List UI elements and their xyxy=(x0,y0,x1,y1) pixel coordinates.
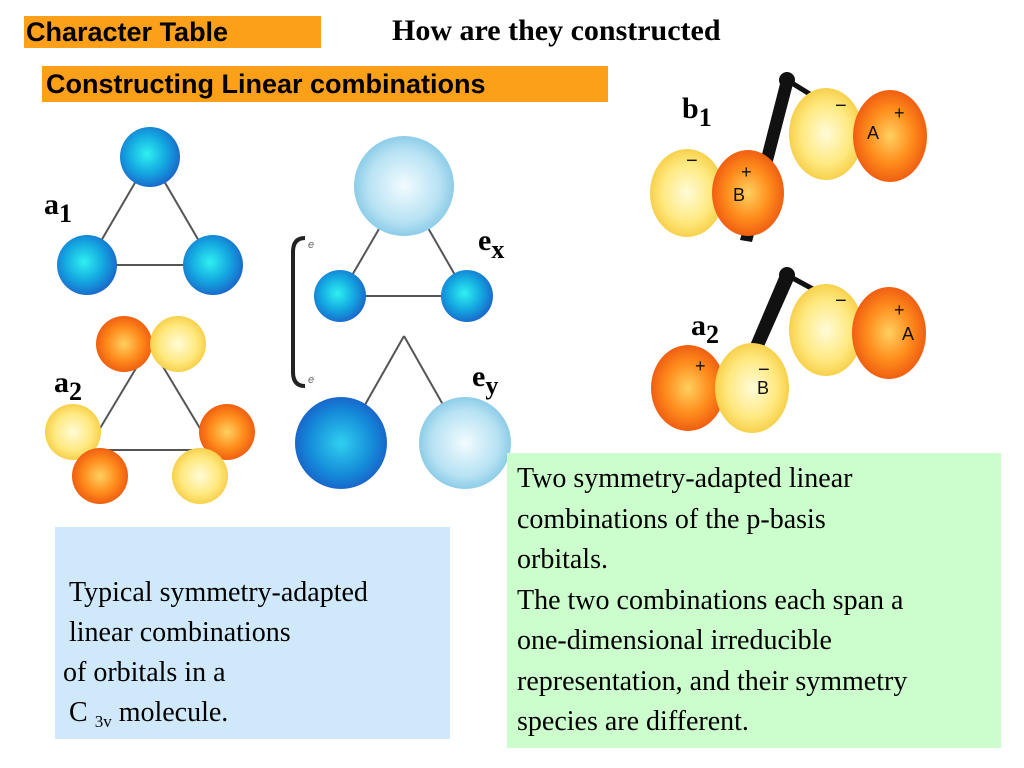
s-orbital-large-dark xyxy=(295,397,387,489)
a1-lcao-diagram xyxy=(57,127,243,295)
caption-typical-combinations: Typical symmetry-adapted linear combinat… xyxy=(55,527,450,739)
a1-label: a1 xyxy=(44,188,72,229)
central-atom xyxy=(779,267,795,283)
a2-p-orbital-pair xyxy=(651,267,926,433)
atom-label-B: B xyxy=(757,378,769,398)
s-orbital-top xyxy=(120,127,180,187)
p-lobe-positive-B xyxy=(651,345,725,431)
e-pair-bracket xyxy=(291,236,306,388)
caption-line: one-dimensional irreducible xyxy=(517,625,832,656)
ex-label: ex xyxy=(478,224,505,265)
sign-plus: + xyxy=(894,300,905,320)
constructing-linear-combinations-label: Constructing Linear combinations xyxy=(42,66,608,102)
sign-minus: − xyxy=(835,290,847,312)
caption-line: linear combinations xyxy=(69,617,291,648)
ex-lcao-diagram xyxy=(314,136,493,322)
atom-label-A: A xyxy=(902,324,914,344)
p-lobe-positive-B xyxy=(712,150,784,236)
s-orbital-right xyxy=(183,235,243,295)
s-orbital-left xyxy=(57,235,117,295)
s-orbital-large-light xyxy=(419,397,511,489)
s-orbital-small-right xyxy=(441,270,493,322)
p-lobe-negative-B xyxy=(715,343,789,433)
sign-plus: + xyxy=(741,162,752,182)
caption-line: of orbitals in a xyxy=(63,657,226,688)
p-lobe-negative xyxy=(150,316,206,372)
atom-label-A: A xyxy=(867,123,879,143)
sign-plus: + xyxy=(894,103,905,123)
caption-line: The two combinations each span a xyxy=(517,584,904,616)
caption-line: representation, and their symmetry xyxy=(517,665,908,697)
p-lobe-negative-A xyxy=(789,284,863,376)
sign-minus: − xyxy=(686,150,698,172)
caption-line: C 3v molecule. xyxy=(69,697,229,731)
sign-minus: − xyxy=(835,95,847,117)
caption-line: orbitals. xyxy=(517,544,608,575)
p-lobe-positive xyxy=(96,316,152,372)
sign-minus: − xyxy=(758,359,770,381)
p-lobe-negative xyxy=(172,448,228,504)
p-lobe-negative xyxy=(45,404,101,460)
p-lobe-positive-A xyxy=(852,287,926,379)
ey-lcao-diagram xyxy=(295,335,511,489)
atom-label-B: B xyxy=(733,185,745,205)
sign-plus: + xyxy=(695,356,706,376)
p-lobe-positive xyxy=(72,448,128,504)
character-table-label: Character Table xyxy=(24,16,321,48)
a2-label: a2 xyxy=(54,366,82,407)
caption-line: combinations of the p-basis xyxy=(517,503,826,535)
s-orbital-large xyxy=(354,136,454,236)
caption-line: Two symmetry-adapted linear xyxy=(517,463,853,494)
central-atom xyxy=(779,72,795,88)
b1-label: b1 xyxy=(682,92,712,133)
s-orbital-small-left xyxy=(314,270,366,322)
caption-line: species are different. xyxy=(517,706,749,737)
p-lobe-negative-A xyxy=(789,88,863,180)
small-e-label: e xyxy=(308,239,314,251)
caption-two-combinations: Two symmetry-adapted linear combinations… xyxy=(507,453,1001,748)
caption-line: Typical symmetry-adapted xyxy=(69,577,368,608)
ey-label: ey xyxy=(472,360,499,401)
p-lobe-positive-A xyxy=(853,90,927,182)
p-lobe-negative-B xyxy=(650,149,724,237)
a2-lcao-diagram xyxy=(45,316,255,504)
p-lobe-positive xyxy=(199,404,255,460)
how-constructed-heading: How are they constructed xyxy=(392,14,721,47)
b1-p-orbital-pair xyxy=(650,72,927,242)
small-e-label: e xyxy=(308,374,314,386)
a2-right-label: a2 xyxy=(691,309,719,350)
